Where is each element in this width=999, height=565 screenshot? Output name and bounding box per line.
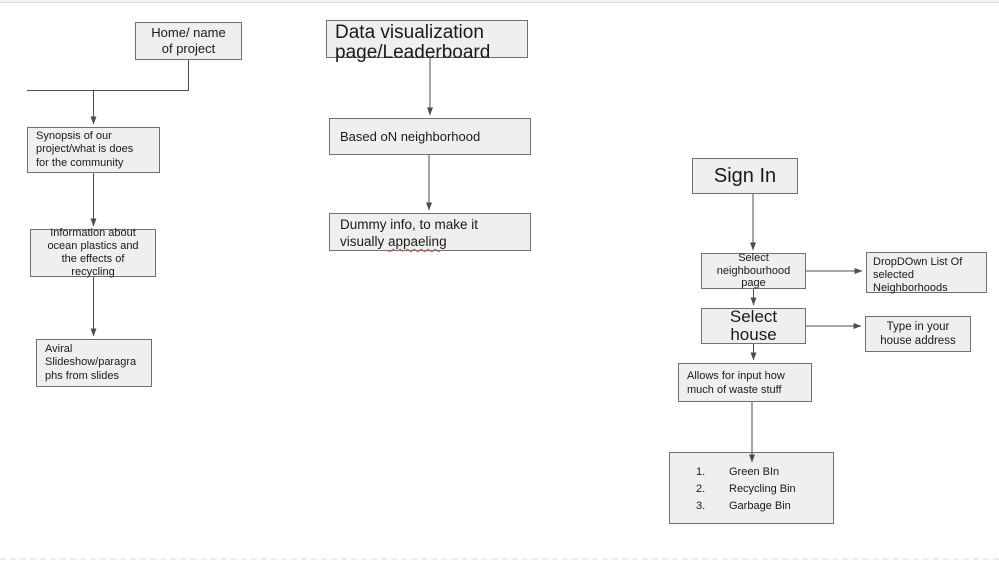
select-house-box[interactable]: Select house — [701, 308, 806, 344]
ocean-plastics-info-box[interactable]: Information about ocean plastics and the… — [30, 227, 156, 278]
dataviz-title-label: Data visualization page/Leaderboard — [335, 22, 491, 63]
signin-box-label: Sign In — [713, 164, 777, 187]
list-item: 2. Recycling Bin — [670, 481, 833, 498]
select-neighbourhood-box[interactable]: Select neighbourhood page — [701, 252, 806, 290]
synopsis-box[interactable]: Synopsis of our project/what is does for… — [27, 127, 160, 173]
dummy-info-line2: visually appaeling — [340, 233, 478, 250]
dropdown-list-box[interactable]: DropDOwn List Of selected Neighborhoods — [866, 252, 987, 294]
list-item-label: Recycling Bin — [729, 483, 796, 495]
input-waste-box[interactable]: Allows for input how much of waste stuff — [678, 363, 812, 402]
dummy-info-line2-prefix: visually — [340, 234, 389, 249]
list-item: 3. Garbage Bin — [670, 498, 833, 515]
slideshow-box[interactable]: Aviral Slideshow/paragra phs from slides — [36, 339, 152, 387]
connector-home-branch[interactable] — [27, 60, 189, 91]
type-address-box[interactable]: Type in your house address — [865, 316, 971, 352]
ocean-plastics-info-label: Information about ocean plastics and the… — [47, 227, 139, 278]
neighborhood-box-label: Based oN neighborhood — [340, 129, 481, 144]
list-item-number: 2. — [696, 483, 706, 495]
slideshow-box-label: Aviral Slideshow/paragra phs from slides — [45, 342, 137, 382]
list-item-number: 1. — [696, 466, 706, 478]
type-address-label: Type in your house address — [880, 321, 956, 347]
select-house-label: Select house — [729, 307, 778, 344]
select-neighbourhood-label: Select neighbourhood page — [716, 252, 791, 290]
top-divider — [0, 0, 999, 3]
dropdown-list-label: DropDOwn List Of selected Neighborhoods — [873, 256, 963, 294]
bins-list: 1. Green BIn 2. Recycling Bin 3. Garbage… — [670, 453, 833, 515]
neighborhood-box[interactable]: Based oN neighborhood — [329, 118, 531, 155]
dataviz-title-box[interactable]: Data visualization page/Leaderboard — [326, 20, 528, 63]
list-item-label: Garbage Bin — [729, 500, 791, 512]
list-item-number: 3. — [696, 500, 706, 512]
dummy-info-line1: Dummy info, to make it — [340, 217, 479, 232]
dummy-info-box[interactable]: Dummy info, to make it visually appaelin… — [329, 213, 531, 251]
dummy-info-text: Dummy info, to make it visually appaelin… — [340, 216, 478, 250]
list-item-label: Green BIn — [729, 466, 780, 478]
input-waste-label: Allows for input how much of waste stuff — [687, 369, 785, 396]
home-box[interactable]: Home/ name of project — [135, 22, 242, 60]
home-box-label: Home/ name of project — [151, 25, 226, 56]
signin-box[interactable]: Sign In — [692, 158, 798, 194]
bins-list-box[interactable]: 1. Green BIn 2. Recycling Bin 3. Garbage… — [669, 452, 834, 524]
page-break-line — [0, 558, 999, 560]
list-item: 1. Green BIn — [670, 464, 833, 481]
misspelled-word: appaeling — [388, 234, 447, 249]
synopsis-box-label: Synopsis of our project/what is does for… — [36, 129, 134, 169]
